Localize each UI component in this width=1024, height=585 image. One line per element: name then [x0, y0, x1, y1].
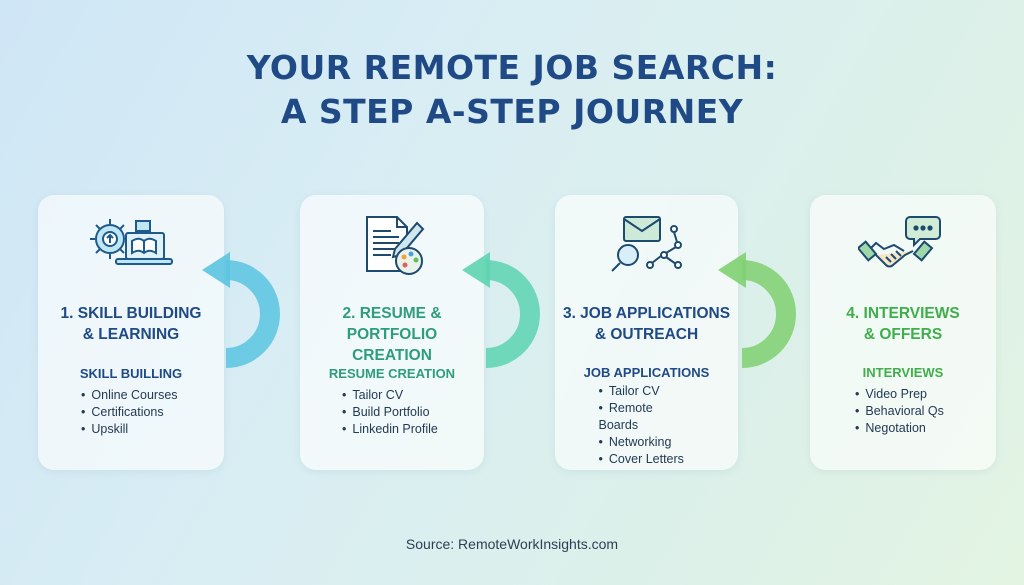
- curved-arrow-icon: [202, 252, 280, 368]
- step-title-line-1: 3. JOB APPLICATIONS: [562, 305, 731, 322]
- curved-arrow-icon: [462, 252, 540, 368]
- list-item: •Networking: [598, 435, 672, 449]
- step-subheading: INTERVIEWS: [862, 365, 944, 380]
- step-list: •Tailor CV •Build Portfolio •Linkedin Pr…: [300, 387, 484, 438]
- title-line-2: A STEP A-STEP JOURNEY: [280, 92, 744, 131]
- step-card-3: 3. JOB APPLICATIONS & OUTREACH JOB APPLI…: [555, 195, 738, 470]
- step-title-line-1: 4. INTERVIEWS: [846, 305, 960, 322]
- list-item: •Tailor CV: [598, 384, 660, 398]
- list-item: •Online Courses: [81, 388, 178, 402]
- step-card-2: 2. RESUME & PORTFOLIO CREATION RESUME CR…: [300, 195, 484, 470]
- list-item: •Negotation: [855, 421, 926, 435]
- step-list: •Video Prep •Behavioral Qs •Negotation: [810, 386, 996, 437]
- list-item: •Build Portfolio: [342, 405, 430, 419]
- curved-arrow-icon: [718, 252, 796, 368]
- list-item: •Behavioral Qs: [855, 404, 944, 418]
- envelope-search-network-icon: [555, 213, 738, 277]
- step-subheading: JOB APPLICATIONS: [583, 365, 710, 380]
- list-item: •Cover Letters: [598, 452, 684, 466]
- step-title: 4. INTERVIEWS & OFFERS: [810, 303, 996, 345]
- step-subheading: SKILL BUILLING: [79, 366, 183, 381]
- step-title-line-1: 1. SKILL BUILDING: [60, 305, 202, 322]
- handshake-chat-icon: [810, 213, 996, 277]
- step-card-1: 1. SKILL BUILDING & LEARNING SKILL BUILL…: [38, 195, 224, 470]
- list-item: •Linkedin Profile: [342, 422, 438, 436]
- list-item: •Tailor CV: [342, 388, 404, 402]
- step-subheading: RESUME CREATION: [328, 366, 456, 381]
- gear-laptop-book-icon: [38, 213, 224, 277]
- step-title-line-2: CREATION: [352, 347, 432, 364]
- step-title-line-2: & LEARNING: [82, 326, 180, 343]
- list-item: •Upskill: [81, 422, 129, 436]
- step-title: 2. RESUME & PORTFOLIO CREATION: [300, 303, 484, 366]
- step-title: 3. JOB APPLICATIONS & OUTREACH: [555, 303, 738, 345]
- step-title-line-2: & OUTREACH: [594, 326, 699, 343]
- step-title-line-2: & OFFERS: [863, 326, 943, 343]
- step-card-4: 4. INTERVIEWS & OFFERS INTERVIEWS •Video…: [810, 195, 996, 470]
- step-list: •Tailor CV •Remote Boards •Networking •C…: [555, 383, 738, 468]
- source-credit: Source: RemoteWorkInsights.com: [405, 536, 619, 552]
- title-line-1: YOUR REMOTE JOB SEARCH:: [246, 48, 778, 87]
- step-title: 1. SKILL BUILDING & LEARNING: [38, 303, 224, 345]
- list-item: •Video Prep: [855, 387, 928, 401]
- list-item: •Certifications: [81, 405, 164, 419]
- document-palette-icon: [300, 213, 484, 277]
- step-title-line-1: 2. RESUME & PORTFOLIO: [342, 305, 442, 343]
- step-list: •Online Courses •Certifications •Upskill: [38, 387, 224, 438]
- list-item: •Remote Boards: [598, 401, 653, 432]
